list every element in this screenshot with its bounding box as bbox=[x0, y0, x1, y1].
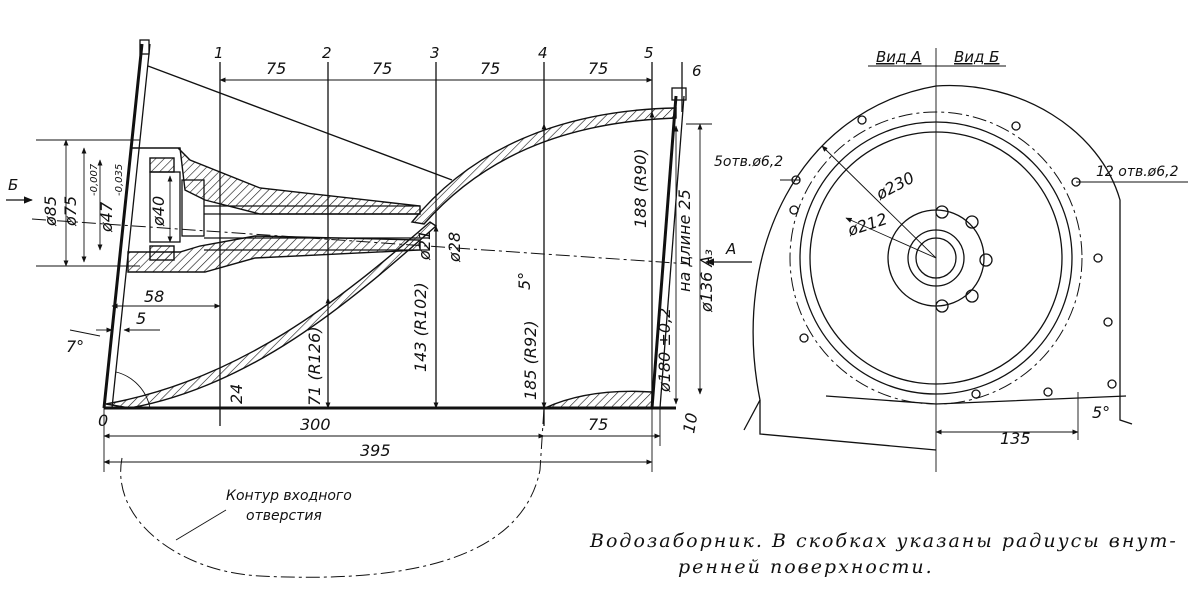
flange-plate bbox=[102, 39, 151, 409]
dim-300: 300 bbox=[300, 415, 331, 434]
intake-lip bbox=[544, 390, 653, 409]
inlet-contour bbox=[120, 407, 545, 578]
contour-label-line1: Контур входного bbox=[226, 488, 352, 504]
hub-bolts bbox=[935, 205, 993, 313]
dim-d75: ø75 bbox=[61, 196, 80, 227]
section-4-label: 4 bbox=[538, 44, 548, 62]
top-dimension-chain bbox=[219, 74, 653, 86]
housing-outline bbox=[743, 84, 1133, 431]
side-view: 1 2 3 4 5 6 75 75 75 75 300 75 395 bbox=[6, 39, 752, 578]
view-b-label: Б bbox=[8, 176, 18, 194]
dim-d212: ø212 bbox=[844, 209, 889, 240]
hub bbox=[127, 147, 421, 273]
dim-d136: ø136 A₃ bbox=[697, 249, 716, 313]
dim-d40: ø40 bbox=[149, 196, 168, 227]
dim-75-a: 75 bbox=[266, 59, 286, 78]
cone-edge bbox=[147, 65, 453, 181]
dim-75-b: 75 bbox=[372, 59, 392, 78]
holes-12-note: 12 отв.ø6,2 bbox=[1096, 164, 1179, 180]
disk-outer bbox=[799, 121, 1073, 395]
dim-zero: 0 bbox=[98, 411, 108, 430]
dim-71-r126: 71 (R126) bbox=[305, 326, 324, 406]
dim-d28: ø28 bbox=[445, 232, 464, 263]
angle-arc bbox=[115, 371, 151, 409]
caption-line-2: ренней поверхности. bbox=[678, 556, 934, 578]
dim-143-r102: 143 (R102) bbox=[411, 282, 430, 372]
axis-line bbox=[31, 218, 691, 265]
dim-75-d: 75 bbox=[588, 59, 608, 78]
section-3-label: 3 bbox=[430, 44, 440, 62]
dim-d47-tol-bottom: -0,035 bbox=[114, 164, 125, 196]
dim-d47-tol-top: -0,007 bbox=[89, 163, 100, 196]
dim-10: 10 bbox=[679, 411, 701, 434]
section-6-label: 6 bbox=[692, 62, 702, 80]
dim-58: 58 bbox=[144, 287, 164, 306]
end-view: Вид А Вид Б bbox=[714, 48, 1188, 472]
bolt-circle bbox=[789, 111, 1083, 405]
rim-holes bbox=[789, 115, 1117, 399]
dim-5: 5 bbox=[136, 309, 146, 328]
section-5-label: 5 bbox=[644, 44, 654, 62]
dim-24: 24 bbox=[227, 384, 246, 404]
caption-line-1: Водозаборник. В скобках указаны радиусы … bbox=[590, 530, 1178, 552]
outlet-flange bbox=[650, 87, 687, 409]
dim-d230: ø230 bbox=[872, 168, 917, 204]
dim-185-r92: 185 (R92) bbox=[521, 320, 540, 400]
figure-caption: Водозаборник. В скобках указаны радиусы … bbox=[590, 528, 1190, 580]
left-diameter-dims bbox=[36, 139, 173, 267]
dim-angle-7: 7° bbox=[66, 337, 84, 356]
dim-d85: ø85 bbox=[41, 196, 60, 227]
dim-length-25: на длине 25 bbox=[675, 189, 694, 292]
bottom-dimension-chain bbox=[103, 408, 661, 472]
dim-135: 135 bbox=[1000, 429, 1031, 448]
dim-75-bottom: 75 bbox=[588, 415, 608, 434]
section-1-label: 1 bbox=[214, 44, 224, 62]
dim-angle-5: 5° bbox=[515, 272, 534, 290]
view-b-title: Вид Б bbox=[954, 48, 999, 66]
dim-d180: ø180 ±0,2 bbox=[655, 308, 674, 393]
holes-5-note: 5отв.ø6,2 bbox=[714, 154, 783, 170]
view-a-label: A bbox=[725, 240, 736, 258]
section-2-label: 2 bbox=[322, 44, 332, 62]
contour-label-line2: отверстия bbox=[246, 508, 322, 524]
dim-188-r90: 188 (R90) bbox=[631, 148, 650, 228]
dim-d47: ø47 bbox=[97, 201, 116, 233]
dim-395: 395 bbox=[360, 441, 391, 460]
view-a-title: Вид А bbox=[876, 48, 921, 66]
dim-d21: ø21 bbox=[415, 230, 434, 261]
dim-75-c: 75 bbox=[480, 59, 500, 78]
dim-angle-5-right: 5° bbox=[1092, 403, 1110, 422]
